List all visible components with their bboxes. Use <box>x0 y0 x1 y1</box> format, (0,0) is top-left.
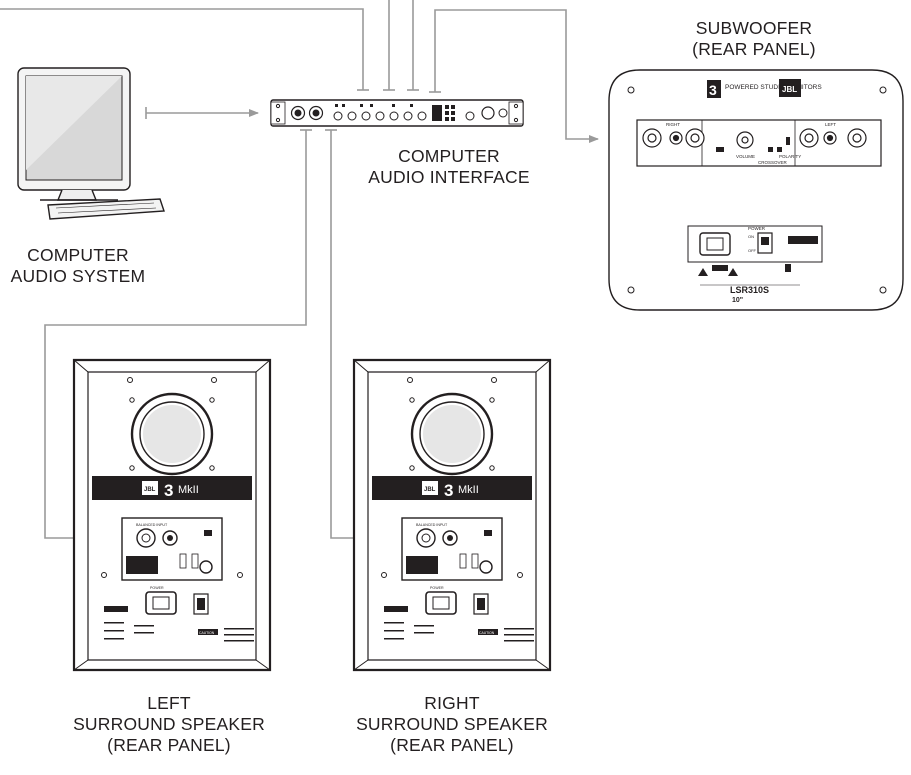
sub-model: LSR310S <box>730 285 769 295</box>
right-label-line3: (REAR PANEL) <box>390 735 514 755</box>
right-speaker-logo-band <box>372 476 532 500</box>
audio-interface-device <box>270 99 524 127</box>
interface-label-line2: AUDIO INTERFACE <box>368 167 530 187</box>
sub-polarity: POLARITY <box>779 154 801 159</box>
right-speaker-volume-knob <box>479 560 493 574</box>
sub-right-group: RIGHT <box>666 122 680 127</box>
computer-label-line2: AUDIO SYSTEM <box>10 266 146 286</box>
connection-lines <box>0 0 599 542</box>
right-speaker-brand: JBL <box>424 487 436 493</box>
jbl-logo <box>779 79 801 97</box>
right-speaker-screw <box>491 377 497 383</box>
left-speaker-screw <box>237 572 243 578</box>
right-label-line1: RIGHT <box>424 693 480 713</box>
cable-to-subwoofer <box>434 9 599 143</box>
sub-series-text: POWERED STUDIO MONITORS <box>725 84 822 91</box>
left-speaker-screw <box>101 572 107 578</box>
sub-off: OFF <box>748 248 757 253</box>
sub-size-text: 10" <box>732 297 743 304</box>
left-speaker-series-digit: 3 <box>164 481 173 500</box>
left-speaker-brand: JBL <box>144 487 156 493</box>
computer-icon <box>17 67 165 220</box>
right-speaker-series-digit: 3 <box>444 481 453 500</box>
computer-label-line1: COMPUTER <box>27 245 129 265</box>
left-speaker-info-block <box>126 556 158 574</box>
subwoofer-label-line2: (REAR PANEL) <box>692 39 816 59</box>
left-speaker-screw <box>211 377 217 383</box>
sub-left-group: LEFT <box>825 122 836 127</box>
right-speaker-screw <box>381 572 387 578</box>
right-label-line2: SURROUND SPEAKER <box>356 714 548 734</box>
subwoofer-label-line1: SUBWOOFER <box>695 18 813 38</box>
left-speaker-screw <box>127 377 133 383</box>
sub-brand: JBL <box>782 85 797 94</box>
computer-label: COMPUTER AUDIO SYSTEM <box>0 245 156 287</box>
right-speaker-balanced-input: BALANCED INPUT <box>416 523 448 527</box>
left-label-line2: SURROUND SPEAKER <box>73 714 265 734</box>
right-speaker-rear-panel: JBL 3 MkII BALANCED INPUT POWER CAUTION <box>352 358 552 672</box>
right-speaker-screw <box>407 377 413 383</box>
series-3-logo <box>707 80 721 98</box>
left-speaker-logo-band <box>92 476 252 500</box>
sub-volume: VOLUME <box>736 154 755 159</box>
sub-crossover: CROSSOVER <box>758 160 788 165</box>
left-speaker-balanced-input: BALANCED INPUT <box>136 523 168 527</box>
left-speaker-label: LEFT SURROUND SPEAKER (REAR PANEL) <box>54 693 284 756</box>
sub-on: ON <box>748 234 754 239</box>
right-speaker-info-block <box>406 556 438 574</box>
left-speaker-jbl-logo <box>142 481 158 495</box>
interface-label: COMPUTER AUDIO INTERFACE <box>356 146 542 188</box>
left-label-line1: LEFT <box>147 693 191 713</box>
right-speaker-screw <box>517 572 523 578</box>
left-speaker-volume-knob <box>199 560 213 574</box>
left-speaker-caution: CAUTION <box>199 631 215 635</box>
sub-series-digit: 3 <box>709 82 717 98</box>
left-speaker-power: POWER <box>150 586 164 590</box>
interface-label-line1: COMPUTER <box>398 146 500 166</box>
keyboard-icon <box>47 198 165 220</box>
right-speaker-power: POWER <box>430 586 444 590</box>
right-speaker-caution: CAUTION <box>479 631 495 635</box>
left-speaker-rear-panel: JBL 3 MkII BALANCED INPUT POWER CAUTION <box>72 358 272 672</box>
right-speaker-jbl-logo <box>422 481 438 495</box>
left-label-line3: (REAR PANEL) <box>107 735 231 755</box>
right-speaker-label: RIGHT SURROUND SPEAKER (REAR PANEL) <box>337 693 567 756</box>
cable-to-left-speaker <box>44 130 307 542</box>
sub-power: POWER <box>748 226 766 231</box>
subwoofer-label: SUBWOOFER (REAR PANEL) <box>690 18 818 60</box>
right-speaker-mark: MkII <box>458 484 479 496</box>
cable-end-ticks <box>145 89 441 131</box>
subwoofer-rear-panel <box>608 69 904 311</box>
cable-top-left <box>0 8 364 90</box>
left-speaker-mark: MkII <box>178 484 199 496</box>
